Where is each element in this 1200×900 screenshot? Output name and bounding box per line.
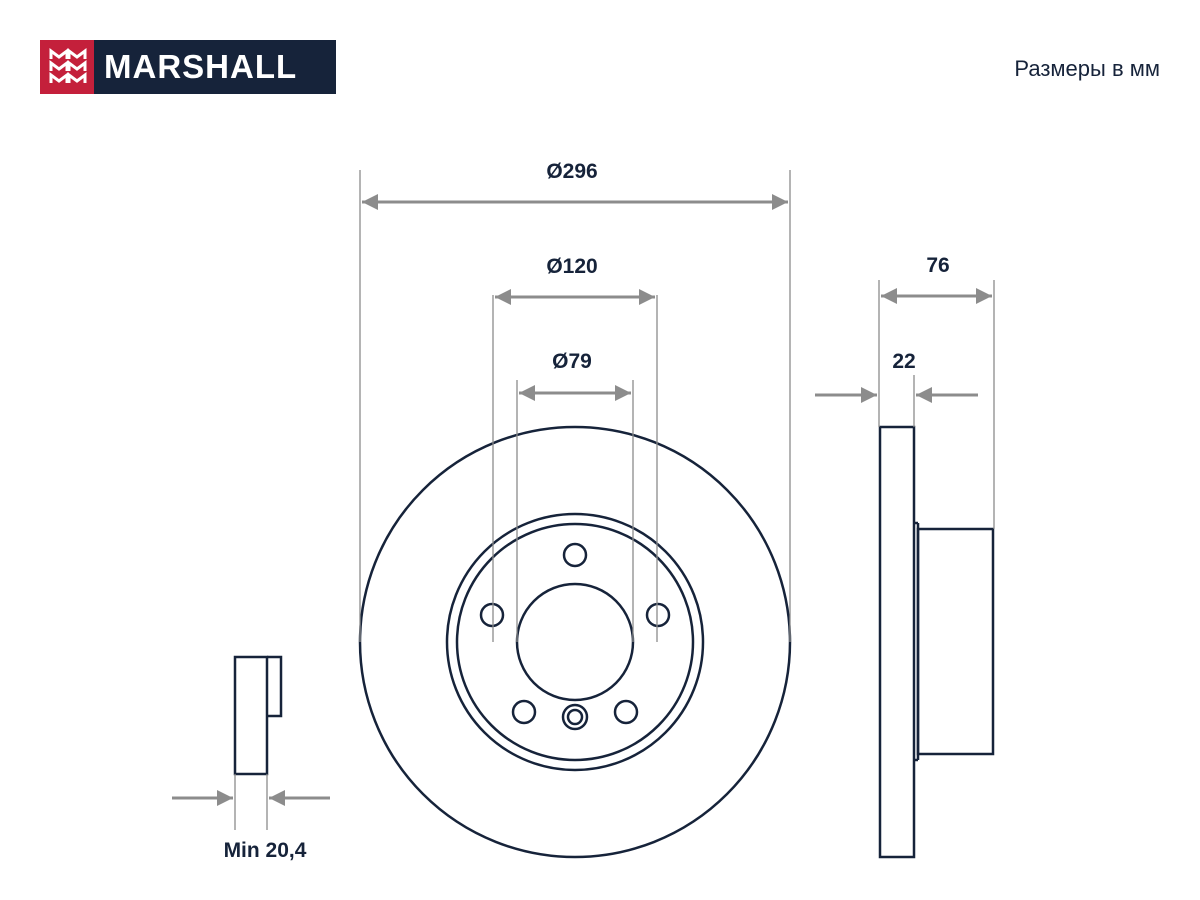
brand-name: MARSHALL [104,48,298,85]
side-dimension-arrows [815,288,992,403]
locating-screw-hole [561,703,589,731]
units-note: Размеры в мм [1014,56,1160,81]
front-dimension-lines [359,170,791,642]
logo-emblem-icon [40,40,94,94]
locating-screw-hole-inner [566,708,584,726]
bolt-hole [511,699,537,725]
disc-side-profile [878,425,916,859]
front-dimension-arrows [362,194,788,401]
bolt-hole [562,542,588,568]
bolt-hole [645,602,671,628]
outer-diameter-label: Ø296 [546,160,597,183]
hub-inner-ring [455,522,695,762]
min-thickness-lines [234,774,268,830]
side-view [878,425,995,859]
center-circle-diameter-label: Ø120 [546,255,597,278]
hub-outer-ring [445,512,705,772]
center-bore [515,582,635,702]
disc-outer-edge [358,425,792,859]
hub-side-profile [916,527,995,756]
center-bore-diameter-label: Ø79 [552,350,592,373]
side-dimension-lines [878,280,995,529]
total-height-label: 76 [926,254,949,277]
min-thickness-label: Min 20,4 [224,839,307,862]
bolt-hole [479,602,505,628]
marshall-logo: MARSHALL [40,40,336,94]
min-thickness-detail [233,655,283,776]
disc-thickness-label: 22 [892,350,915,373]
front-view [358,425,792,859]
bolt-hole [613,699,639,725]
